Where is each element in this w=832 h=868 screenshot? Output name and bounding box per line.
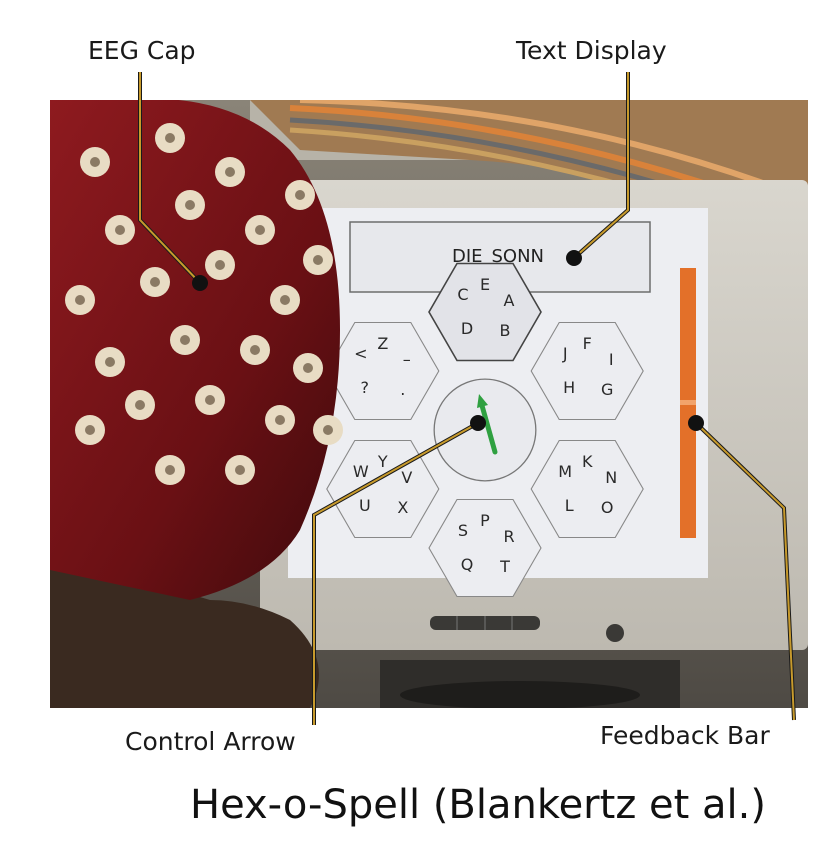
hex-letter: Q [461,555,474,574]
hex-letter: ? [361,378,370,397]
hex-letter: Y [377,452,388,471]
hex-letter: U [359,496,371,515]
electrode-center [150,277,160,287]
hex-letter: X [397,498,408,517]
electrode-center [250,345,260,355]
figure-caption: Hex-o-Spell (Blankertz et al.) [190,782,766,828]
electrode-center [85,425,95,435]
electrode-center [205,395,215,405]
hex-letter: . [400,380,405,399]
feedback-bar-marker [680,400,696,405]
subject-head [50,100,343,708]
electrode-center [75,295,85,305]
hex-letter: M [558,462,572,481]
photo-illustration: NEC DIE_SONN CEADBJFIHGMKNLOSPRQTWYVUX<Z… [50,100,808,708]
hex-upper-right [530,321,644,421]
electrode-center [313,255,323,265]
hex-letter: T [499,557,510,576]
hex-letter: W [353,462,369,481]
hex-letter: Z [377,334,388,353]
hex-letter: O [601,498,614,517]
electrode-center [275,415,285,425]
feedback-bar-label: Feedback Bar [600,721,770,750]
electrode-center [165,133,175,143]
electrode-center [323,425,333,435]
electrode-center [135,400,145,410]
hex-letter: E [480,275,490,294]
hex-letter: J [562,344,568,363]
electrode-center [295,190,305,200]
center-circle [433,378,537,482]
hex-letter: S [458,521,468,540]
electrode-center [225,167,235,177]
subject-hair [50,570,319,708]
hex-letter: R [503,527,514,546]
hex-letter: A [504,291,515,310]
hex-letter: I [609,350,614,369]
text-display-label: Text Display [516,36,667,65]
hex-lower-right [530,439,644,539]
electrode-center [280,295,290,305]
hex-top [428,262,542,362]
photo-panel: NEC DIE_SONN CEADBJFIHGMKNLOSPRQTWYVUX<Z… [50,100,808,708]
control-arrow-head [477,394,488,408]
hex-letter: N [605,468,617,487]
screen-text-value: DIE_SONN [452,246,544,267]
hex-letter: F [583,334,592,353]
electrode-center [115,225,125,235]
power-button [606,624,624,642]
electrode-center [215,260,225,270]
monitor-foot [400,681,640,708]
hex-letter: D [461,319,473,338]
electrode-center [303,363,313,373]
electrode-center [165,465,175,475]
hex-letter: – [403,350,411,369]
hex-letter: < [354,344,367,363]
electrodes [65,123,343,485]
hex-letter: K [582,452,593,471]
hex-letter: V [401,468,412,487]
hex-letter: H [563,378,575,397]
control-arrow [478,399,498,455]
eeg-cap-label: EEG Cap [88,36,196,65]
electrode-center [105,357,115,367]
electrode-center [90,157,100,167]
electrode-center [255,225,265,235]
hex-letter: G [601,380,613,399]
hex-letter: C [457,285,468,304]
control-arrow-label: Control Arrow [125,727,296,756]
hex-letter: L [565,496,574,515]
electrode-center [180,335,190,345]
electrode-center [185,200,195,210]
hex-letter: P [480,511,490,530]
hex-letter: B [500,321,511,340]
electrode-center [235,465,245,475]
